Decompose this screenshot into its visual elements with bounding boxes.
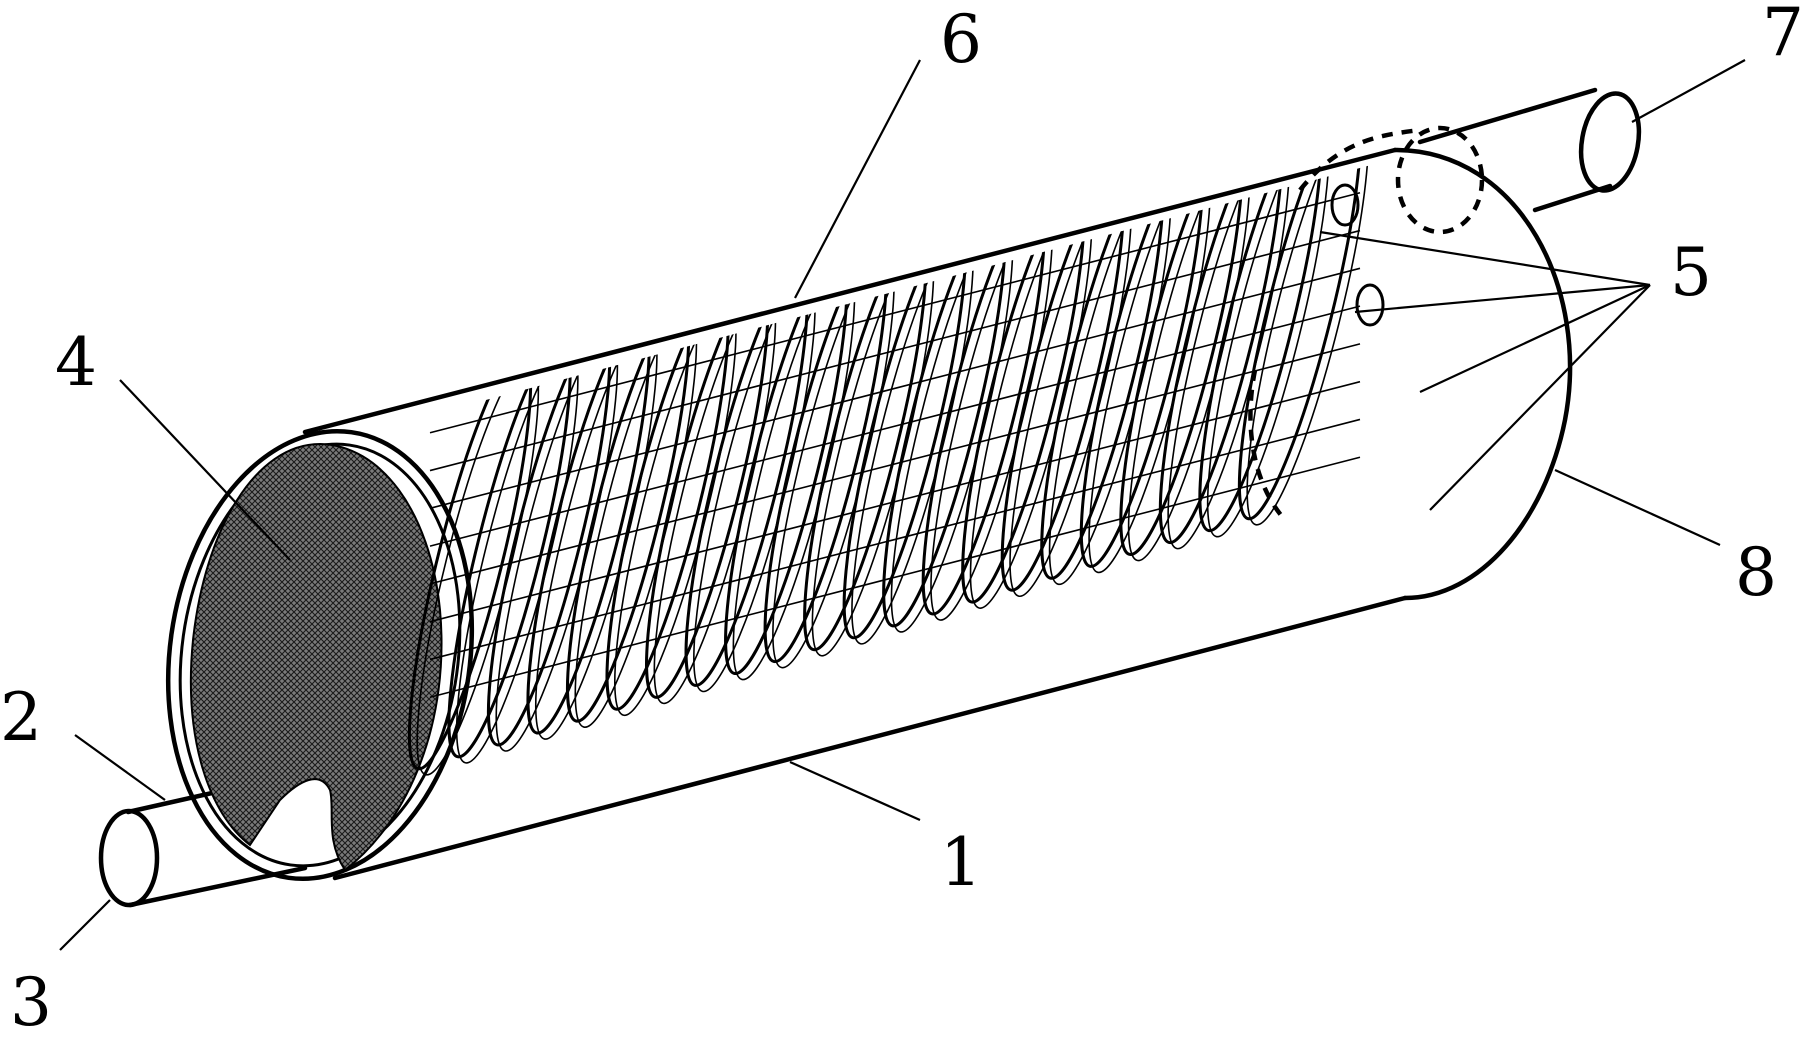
coil-wire — [1119, 160, 1244, 556]
coil-turn — [1237, 160, 1370, 526]
shell-bottom-edge — [332, 595, 1408, 881]
leader-7 — [1631, 59, 1746, 123]
callout-8: 8 — [1735, 534, 1777, 611]
helical-coil — [407, 160, 1370, 776]
outlet-port-hidden-arc — [1298, 127, 1421, 192]
callout-3: 3 — [10, 964, 52, 1041]
coil-turn — [1198, 160, 1330, 538]
shell-body — [302, 147, 1573, 881]
inner-tube-line — [429, 305, 1361, 547]
inner-tube-line — [429, 418, 1361, 661]
callout-6: 6 — [940, 1, 982, 78]
left-end-cap — [165, 428, 475, 882]
inner-tube-line — [429, 456, 1361, 698]
inner-tube-line — [429, 192, 1361, 434]
inlet-opening — [98, 808, 160, 908]
leader-4 — [119, 379, 291, 561]
leader-5c — [1419, 284, 1651, 393]
inner-tube-end — [1330, 183, 1360, 227]
callout-2: 2 — [0, 679, 42, 756]
leader-3 — [59, 899, 111, 951]
heat-exchanger-core — [407, 160, 1453, 776]
leader-1 — [789, 760, 921, 822]
inner-tube-line — [429, 380, 1361, 623]
outlet-pipe — [1248, 87, 1642, 522]
outlet-pipe-top — [1417, 87, 1598, 145]
coil-wire — [1237, 160, 1363, 521]
end-cap-inner-ring — [178, 442, 462, 868]
inner-tube-end — [1427, 370, 1453, 410]
coil-wire — [1246, 160, 1370, 526]
coil-wire — [1079, 160, 1204, 568]
leader-5a — [1319, 230, 1651, 287]
inner-tube-end — [1355, 283, 1385, 327]
filter-mesh — [189, 442, 443, 872]
shell-right-end — [1392, 147, 1573, 601]
leader-6 — [794, 59, 921, 299]
outlet-port-hidden — [1395, 125, 1485, 235]
callout-7: 7 — [1762, 0, 1804, 71]
leader-5d — [1429, 284, 1651, 511]
callout-5: 5 — [1670, 234, 1712, 311]
coil-wire — [1158, 160, 1284, 545]
callout-4: 4 — [55, 324, 97, 401]
coil-wire — [1206, 160, 1330, 538]
leader-2 — [74, 734, 166, 801]
callout-1: 1 — [940, 824, 982, 901]
outlet-opening — [1578, 91, 1642, 193]
leader-5b — [1354, 283, 1651, 314]
shell-top-edge — [302, 147, 1398, 435]
leader-lines — [59, 59, 1746, 951]
inner-tube-line — [429, 267, 1361, 510]
coil-wire — [1198, 160, 1323, 533]
leader-8 — [1554, 468, 1721, 547]
